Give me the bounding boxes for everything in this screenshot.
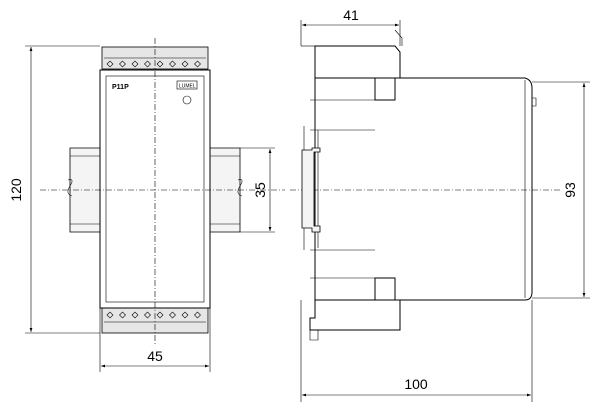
side-height-dim-93: 93 bbox=[562, 182, 578, 198]
status-led bbox=[182, 95, 192, 105]
terminal-screw bbox=[169, 60, 176, 68]
terminal-screw bbox=[119, 311, 126, 319]
terminal-screw bbox=[181, 60, 189, 68]
terminal-screw bbox=[131, 311, 139, 319]
terminal-screw bbox=[144, 60, 151, 68]
depth-dim-100: 100 bbox=[404, 376, 428, 392]
terminal-screw bbox=[131, 60, 139, 68]
terminal-screw bbox=[156, 311, 164, 319]
model-label: P11P bbox=[112, 84, 129, 91]
terminal-screw bbox=[106, 60, 114, 68]
width-dim-45: 45 bbox=[147, 348, 163, 364]
depth-dimension: 100 bbox=[300, 300, 533, 402]
side-bottom-terminal bbox=[309, 299, 401, 331]
top-depth-dimension: 41 bbox=[300, 7, 401, 46]
side-body bbox=[314, 77, 533, 301]
terminal-screw bbox=[119, 60, 126, 68]
side-view: 41 93 100 bbox=[300, 7, 590, 402]
terminal-screw bbox=[144, 311, 151, 319]
terminal-screw bbox=[181, 311, 189, 319]
height-dim-120: 120 bbox=[8, 178, 24, 202]
din-rail-side bbox=[301, 147, 321, 233]
front-housing bbox=[99, 69, 211, 309]
terminal-screw bbox=[106, 311, 114, 319]
side-top-terminal bbox=[314, 45, 401, 79]
height-dimension-front: 120 bbox=[8, 45, 100, 334]
front-view: P11P LUMEL 120 35 45 bbox=[8, 38, 560, 372]
terminal-screw bbox=[194, 311, 201, 319]
terminal-screw bbox=[194, 60, 201, 68]
rail-dimension: 35 bbox=[240, 147, 275, 233]
top-depth-dim-41: 41 bbox=[343, 7, 359, 23]
rail-dim-35: 35 bbox=[252, 182, 268, 198]
terminal-screw bbox=[169, 311, 176, 319]
width-dimension-front: 45 bbox=[99, 308, 211, 372]
terminal-screw bbox=[156, 60, 164, 68]
logo-label: LUMEL bbox=[179, 84, 196, 90]
logo-box bbox=[176, 80, 198, 90]
side-height-dimension: 93 bbox=[532, 81, 590, 299]
